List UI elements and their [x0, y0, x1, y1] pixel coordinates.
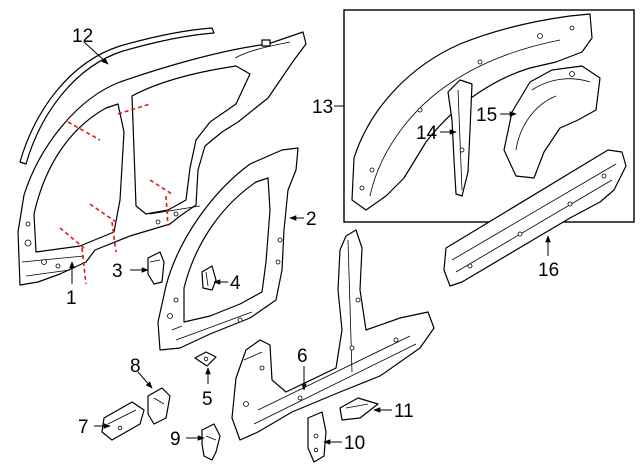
callout-13: 13 — [312, 97, 333, 118]
part-6-pillar-rocker-inner[interactable] — [231, 229, 435, 441]
callout-1: 1 — [66, 288, 77, 309]
callout-3: 3 — [112, 261, 123, 282]
part-3-bracket[interactable] — [147, 251, 165, 285]
part-9-bracket[interactable] — [201, 423, 221, 461]
part-11-reinforcement[interactable] — [339, 397, 379, 421]
leader-lines — [69, 41, 551, 445]
part-7-bracket[interactable] — [101, 401, 145, 441]
part-5-small-bracket[interactable] — [194, 351, 217, 367]
section-cut-marks — [59, 103, 173, 285]
part-12-roof-molding[interactable] — [19, 27, 215, 165]
callout-labels: 1 2 3 4 5 6 7 8 9 10 11 12 13 14 15 16 — [66, 26, 559, 454]
callout-14: 14 — [416, 123, 438, 144]
callout-6: 6 — [297, 346, 308, 367]
callout-9: 9 — [170, 429, 181, 450]
callout-7: 7 — [78, 417, 89, 438]
callout-15: 15 — [476, 105, 497, 126]
part-8-bracket[interactable] — [147, 387, 171, 425]
callout-16: 16 — [538, 260, 559, 281]
callout-12: 12 — [72, 26, 93, 47]
part-1-body-side-outer-panel[interactable] — [17, 31, 307, 286]
part-16-rocker-panel[interactable] — [443, 149, 627, 287]
part-10-bracket[interactable] — [307, 411, 327, 463]
callout-11: 11 — [394, 401, 414, 422]
callout-2: 2 — [306, 209, 317, 230]
callout-10: 10 — [344, 433, 365, 454]
part-15-wheelhouse[interactable] — [503, 65, 601, 179]
part-4-reinforcement[interactable] — [201, 265, 217, 291]
callout-8: 8 — [130, 356, 141, 377]
part-14-b-pillar-reinforcement[interactable] — [447, 79, 473, 197]
callout-4: 4 — [230, 273, 241, 294]
callout-5: 5 — [202, 389, 213, 410]
